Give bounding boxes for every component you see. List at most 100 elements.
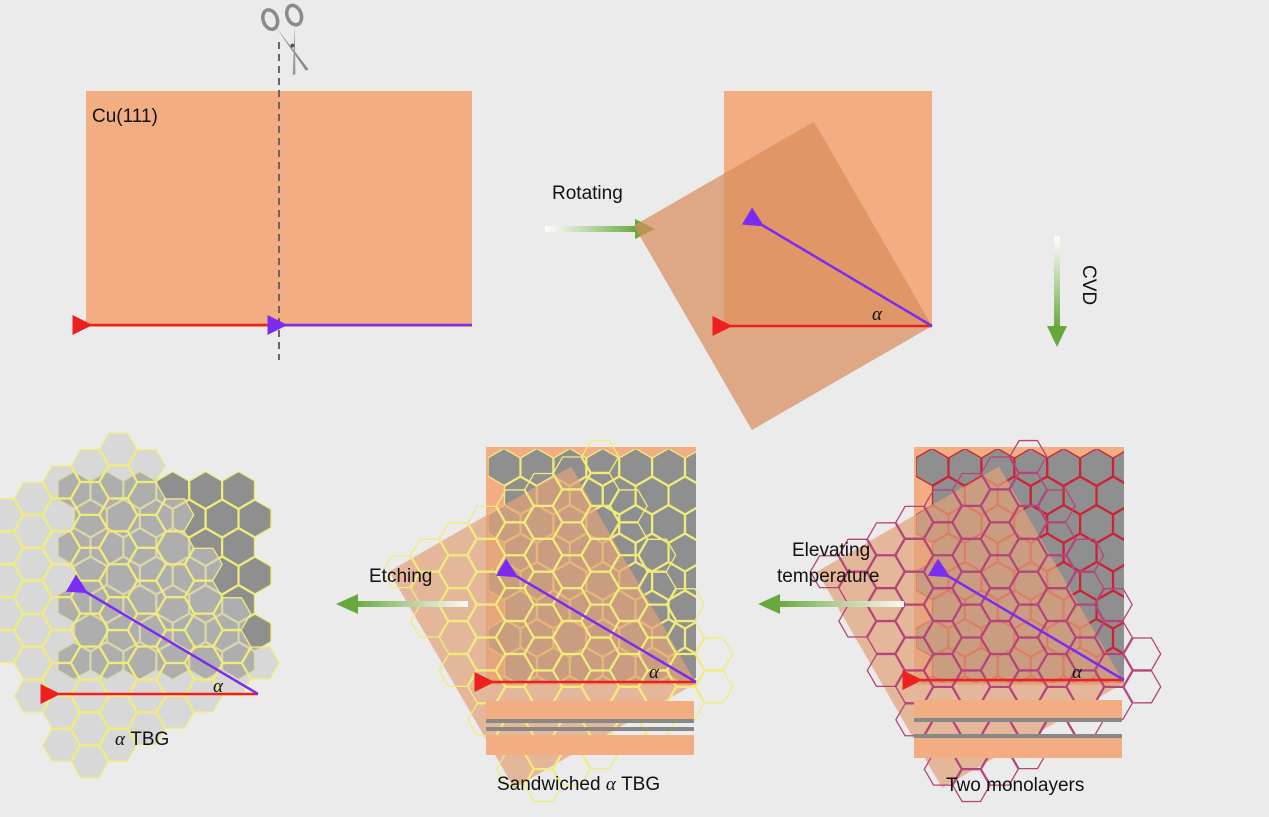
hexagon-cell — [1009, 439, 1048, 474]
hexagon-cell — [524, 768, 563, 803]
hexagon-cell — [695, 670, 734, 704]
hexagon-cell — [42, 629, 81, 664]
hexagon-cell — [241, 646, 280, 680]
hexagon-cell — [438, 653, 478, 688]
etching-arrowhead — [336, 594, 358, 614]
hexagon-cell — [948, 449, 982, 487]
hexagon-cell — [127, 580, 166, 614]
hexagon-cell — [213, 629, 252, 664]
hexagon-cell — [467, 604, 506, 638]
hexagon-cell — [127, 646, 166, 680]
hexagon-cell — [638, 571, 677, 605]
hexagon-cell — [221, 527, 256, 567]
hexagon-cell — [895, 571, 934, 605]
tbg-etched-top-lattice — [0, 432, 280, 779]
hexagon-cell — [609, 587, 649, 622]
hexagon-cell — [581, 439, 620, 474]
hexagon-cell — [1146, 506, 1178, 543]
hexagon-cell — [1094, 587, 1133, 622]
hexagon-cell — [866, 620, 905, 655]
hexagon-cell — [99, 728, 138, 762]
hexagon-cell — [718, 563, 750, 600]
hexagon-cell — [1063, 476, 1097, 515]
hexagon-cell — [184, 613, 223, 647]
hexagon-cell — [70, 448, 109, 483]
hexagon-cell — [552, 587, 591, 622]
hexagon-cell — [438, 587, 477, 622]
hexagon-cell — [156, 498, 195, 532]
hexagon-cell — [684, 622, 696, 654]
hexagon-cell — [916, 449, 949, 487]
hexagon-cell — [156, 662, 195, 697]
hexagon-cell — [524, 538, 563, 572]
panel-two-monolayers: α Two monolayers — [809, 439, 1178, 803]
hexagon-cell — [127, 547, 166, 581]
hexagon-cell — [552, 456, 591, 490]
hexagon-cell — [666, 587, 705, 622]
hexagon-cell — [1037, 620, 1076, 655]
substrate-label: Cu(111) — [92, 106, 158, 127]
hexagon-cell — [552, 555, 592, 589]
hexagon-cell — [702, 534, 734, 571]
hexagon-cell — [552, 620, 591, 655]
hexagon-cell — [952, 538, 991, 572]
hexagon-cell — [923, 522, 962, 556]
hexagon-cell — [635, 476, 669, 515]
hexagon-cell — [156, 564, 195, 598]
hexagon-cell — [609, 522, 648, 556]
hexagon-cell — [1037, 653, 1077, 688]
hexagon-cell — [702, 477, 734, 514]
hexagon-cell — [923, 587, 962, 622]
hexagon-cell — [42, 531, 81, 565]
hexagon-cell — [952, 637, 991, 671]
angle-label: α — [213, 676, 224, 697]
hexagon-cell — [1079, 504, 1114, 544]
hexagon-cell — [438, 620, 477, 655]
hexagon-cell — [980, 555, 1020, 589]
hexagon-cell — [127, 448, 166, 483]
hexagon-cell — [552, 489, 592, 523]
hexagon-cell — [638, 538, 677, 572]
hexagon-cell — [127, 514, 166, 548]
hexagon-cell — [238, 499, 272, 538]
hexagon-cell — [684, 451, 696, 483]
hexagon-cell — [581, 472, 620, 507]
hexagon-cell — [1146, 449, 1178, 486]
two-monolayers-label: Two monolayers — [946, 775, 1084, 796]
hexagon-cell — [1096, 533, 1124, 572]
hexagon-cell — [70, 646, 109, 680]
hexagon-cell — [238, 556, 272, 595]
hexagon-cell — [609, 489, 648, 523]
hexagon-cell — [1009, 472, 1048, 507]
top-foil-rotated — [633, 121, 932, 430]
hexagon-cell — [495, 555, 534, 589]
hexagon-cell — [980, 653, 1019, 688]
purple-edge-arrow — [741, 207, 933, 328]
hexagon-cell — [1009, 538, 1048, 572]
hexagon-cell — [1112, 622, 1124, 654]
purple-edge-arrow — [65, 574, 259, 696]
cvd-label: CVD — [1078, 265, 1099, 305]
hexagon-cell — [980, 620, 1019, 655]
rotating-label: Rotating — [552, 183, 623, 204]
hexagon-cell — [1037, 587, 1077, 622]
hexagon-cell — [695, 637, 734, 671]
hexagon-cell — [581, 505, 620, 539]
hexagon-cell — [1094, 620, 1133, 655]
hexagon-cell — [99, 662, 138, 697]
hexagon-cell — [609, 555, 648, 589]
hexagon-cell — [1037, 555, 1076, 589]
purple-edge-arrow — [927, 558, 1125, 682]
hexagon-cell — [221, 470, 256, 510]
hexagon-cell — [1047, 449, 1081, 487]
hexagon-cell — [438, 555, 477, 589]
hexagon-cell — [1066, 571, 1105, 605]
hexagon-cell — [581, 571, 620, 605]
hexagon-cell — [1146, 563, 1178, 600]
hexagon-cell — [520, 449, 554, 487]
hexagon-cell — [1037, 489, 1076, 523]
hexagon-cell — [467, 670, 506, 704]
elevating-label-2: temperature — [777, 566, 879, 587]
hexagon-cell — [467, 538, 506, 572]
